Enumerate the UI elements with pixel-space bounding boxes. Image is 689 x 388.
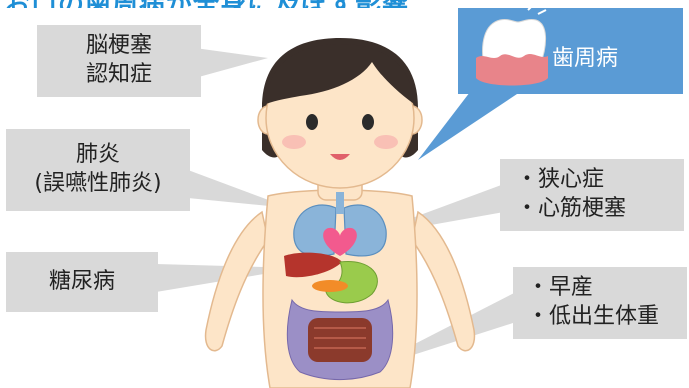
page-title: お口の歯周病が全身に及ぼす影響 [4,0,504,8]
birth-callout-line2: ・低出生体重 [527,303,687,332]
periodontal-pointer [418,92,520,160]
brain-callout: 脳梗塞 認知症 [37,25,201,97]
heart-callout-line1: ・狭心症 [516,166,684,195]
right-eye [362,114,374,130]
birth-callout-line1: ・早産 [527,274,687,303]
brain-pointer [195,48,268,78]
diabetes-callout-label: 糖尿病 [49,268,115,297]
birth-callout: ・早産 ・低出生体重 [513,267,687,339]
right-cheek [374,135,398,149]
lung-callout: 肺炎 (誤嚥性肺炎) [6,129,190,211]
brain-callout-line1: 脳梗塞 [86,32,152,61]
left-cheek [282,135,306,149]
periodontal-label: 歯周病 [552,40,618,72]
lung-callout-line1: 肺炎 [76,141,120,170]
left-eye [306,114,318,130]
small-intestine [308,318,372,362]
pancreas [312,280,348,292]
trachea [336,192,344,214]
lung-callout-line2: (誤嚥性肺炎) [34,170,161,199]
brain-callout-line2: 認知症 [86,61,152,90]
heart-callout-line2: ・心筋梗塞 [516,195,684,224]
heart-callout: ・狭心症 ・心筋梗塞 [500,159,684,231]
diabetes-callout: 糖尿病 [6,252,158,312]
